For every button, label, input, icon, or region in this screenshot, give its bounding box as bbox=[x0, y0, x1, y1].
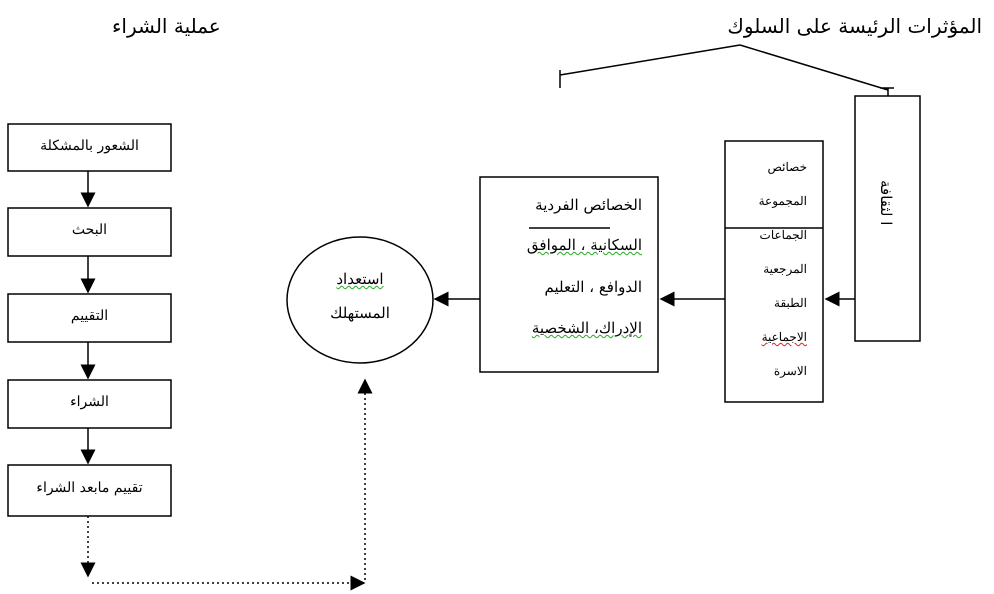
group-line: الطبقة bbox=[774, 296, 807, 310]
step-label: الشعور بالمشكلة bbox=[40, 138, 139, 154]
step-box bbox=[7, 207, 172, 257]
group-box bbox=[724, 140, 824, 403]
group-line: الاسرة bbox=[773, 364, 807, 378]
group-line: الجماعات bbox=[759, 228, 807, 242]
step-box bbox=[7, 464, 172, 517]
step-label: البحث bbox=[71, 222, 108, 238]
group-line: خصائص bbox=[767, 160, 807, 174]
individual-box bbox=[479, 176, 659, 373]
step-label: الشراء bbox=[70, 394, 109, 410]
individual-line: الإدراك، الشخصية bbox=[531, 319, 642, 337]
individual-line: السكانية ، الموافق bbox=[526, 236, 642, 254]
step-label: التقييم bbox=[70, 308, 109, 324]
step-label: تقييم مابعد الشراء bbox=[36, 480, 143, 496]
culture-box bbox=[854, 95, 921, 342]
consumer-label: استعداد bbox=[336, 270, 384, 288]
group-line: المجموعة bbox=[758, 194, 807, 208]
consumer-circle bbox=[286, 236, 434, 364]
individual-line: الخصائص الفردية bbox=[535, 196, 642, 214]
step-box bbox=[7, 293, 172, 343]
step-box bbox=[7, 123, 172, 172]
consumer-label: المستهلك bbox=[330, 304, 390, 322]
bracket bbox=[559, 44, 894, 96]
culture-label: ا لثقافة bbox=[877, 180, 895, 226]
group-line: الاجماعية bbox=[761, 330, 807, 344]
individual-line: الدوافع ، التعليم bbox=[544, 278, 642, 296]
group-line: المرجعية bbox=[763, 262, 807, 276]
influencers-title: المؤثرات الرئيسة على السلوك bbox=[727, 14, 982, 38]
step-box bbox=[7, 379, 172, 429]
process-title: عملية الشراء bbox=[112, 14, 221, 38]
